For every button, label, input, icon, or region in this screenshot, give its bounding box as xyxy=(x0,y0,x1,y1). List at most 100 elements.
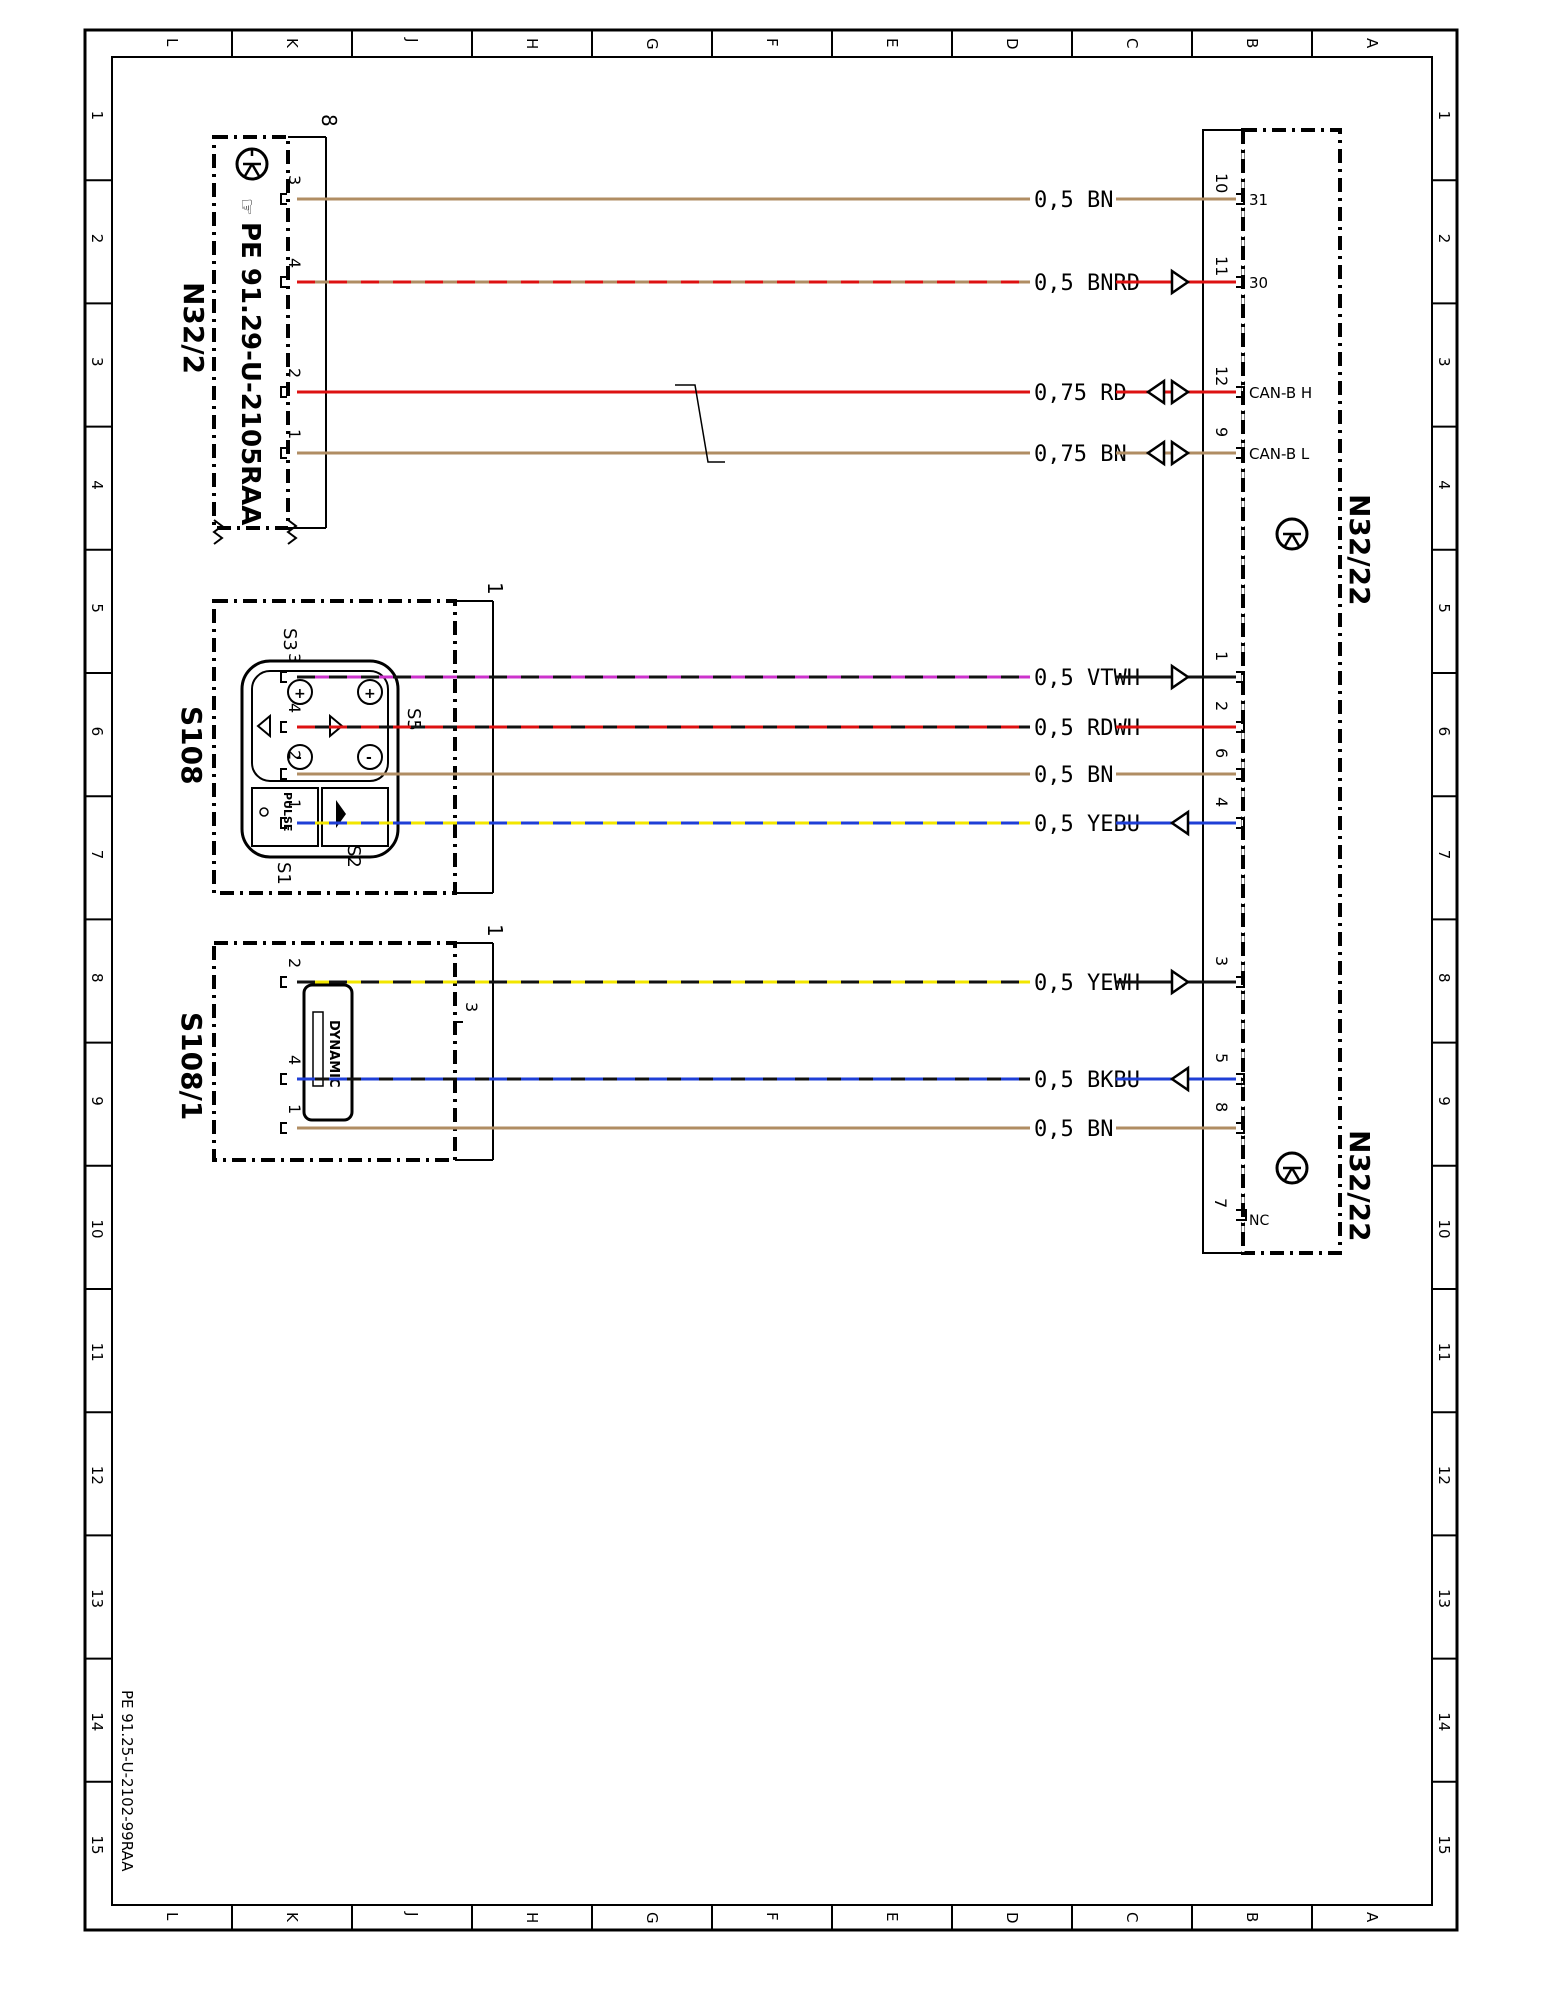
drawing-number: PE 91.25-U-2102-99RAA xyxy=(118,1690,136,1872)
transistor-icon xyxy=(235,147,269,181)
pin-nc: 7 NC xyxy=(1211,1198,1269,1229)
grid-column-label: K xyxy=(283,38,301,49)
grid-row-label: 4 xyxy=(88,480,106,490)
grid-column-label: E xyxy=(883,38,901,47)
pin-number: 4 xyxy=(285,703,304,713)
grid-column-label: F xyxy=(763,38,781,47)
grid-row-label: 5 xyxy=(1435,603,1453,613)
dynamic-label: DYNAMIC xyxy=(326,1020,341,1088)
grid-row-label: 5 xyxy=(88,603,106,613)
pin-number: 2 xyxy=(285,750,304,760)
pin-number: 1 xyxy=(1212,651,1231,661)
pin-number: 3 xyxy=(285,175,304,185)
grid-column-label: J xyxy=(403,37,421,42)
grid-row-label: 15 xyxy=(1435,1835,1453,1854)
pin-number: 6 xyxy=(1212,748,1231,758)
signal-label: CAN-B H xyxy=(1249,384,1312,402)
grid-column-label: L xyxy=(163,38,181,47)
wire: 10,5 BN8 xyxy=(280,1102,1245,1142)
grid-row-label: 9 xyxy=(88,1096,106,1106)
signal-label: CAN-B L xyxy=(1249,445,1310,463)
pin-unused: 3 xyxy=(454,1002,481,1030)
pin-number: 1 xyxy=(285,799,304,809)
grid-column-label: C xyxy=(1123,38,1141,48)
svg-text:-: - xyxy=(366,750,372,766)
switch-label-s2: S2 xyxy=(343,845,364,868)
pin-number: 2 xyxy=(285,368,304,378)
pin-number: 12 xyxy=(1212,366,1231,386)
switch-panel-icon xyxy=(240,659,400,859)
wire-label: 0,75 RD xyxy=(1034,381,1127,406)
grid-row-label: 6 xyxy=(88,727,106,737)
grid-row-label: 1 xyxy=(1435,111,1453,121)
pin-number: 4 xyxy=(1212,797,1231,807)
grid-column-label: G xyxy=(643,38,661,50)
grid-column-label: E xyxy=(883,1912,901,1921)
grid-row-label: 4 xyxy=(1435,480,1453,490)
module-id-label: N32/22 xyxy=(1343,494,1376,606)
pin-number: 11 xyxy=(1212,256,1231,276)
arrow-left-icon xyxy=(256,713,271,739)
grid-column-label: B xyxy=(1243,38,1261,48)
grid-column-label: H xyxy=(523,1912,541,1923)
pin-number: 10 xyxy=(1212,173,1231,193)
module-ref-label: PE 91.29-U-2105RAA xyxy=(235,222,265,525)
wire: 2 0,5 BN 6 xyxy=(280,748,1245,788)
grid-column-label: J xyxy=(403,1911,421,1916)
signal-label: 31 xyxy=(1249,191,1268,209)
grid-row-label: 12 xyxy=(88,1466,106,1485)
grid-column-label: H xyxy=(523,38,541,49)
wire-label: 0,5 BN xyxy=(1034,763,1113,788)
grid-row-label: 6 xyxy=(1435,727,1453,737)
connector-number: 1 xyxy=(483,582,507,595)
svg-text:+: + xyxy=(364,686,376,702)
svg-text:-: - xyxy=(296,750,302,766)
grid-row-label: 11 xyxy=(88,1343,106,1362)
switch-label-s3: S3 xyxy=(279,628,300,651)
grid-column-label: D xyxy=(1003,1912,1021,1924)
module-id-label: N32/2 xyxy=(177,282,210,374)
grid-row-label: 13 xyxy=(88,1589,106,1608)
pin-number: 5 xyxy=(1212,1053,1231,1063)
pin-number: 9 xyxy=(1212,427,1231,437)
grid-row-label: 10 xyxy=(88,1219,106,1238)
connector-number: 8 xyxy=(317,114,341,127)
pin-number: 4 xyxy=(285,1055,304,1065)
module-n32-22: N32/22 N32/22 7 NC xyxy=(1202,128,1376,1255)
switch-s108: + - + - PULSE S1 S2 S3 S5 S108 1 xyxy=(175,582,507,895)
twisted-pair-marker xyxy=(675,384,725,463)
grid-column-label: A xyxy=(1363,38,1381,49)
grid-column-label: K xyxy=(283,1912,301,1923)
grid-row-label: 1 xyxy=(88,111,106,121)
grid-row-label: 7 xyxy=(1435,850,1453,860)
switch-id-label: S108 xyxy=(175,706,208,785)
grid-row-label: 7 xyxy=(88,850,106,860)
grid-row-label: 2 xyxy=(88,234,106,244)
grid-column-label: D xyxy=(1003,38,1021,50)
pin-number: 2 xyxy=(285,958,304,968)
switch-label-s1: S1 xyxy=(273,862,294,885)
wire-label: 0,5 BN xyxy=(1034,1117,1113,1142)
grid-column-label: A xyxy=(1363,1912,1381,1923)
module-id-label: N32/22 xyxy=(1343,1130,1376,1242)
transistor-icon xyxy=(1275,517,1309,551)
plus-button-icon xyxy=(287,679,313,705)
module-n32-2: ☞ PE 91.29-U-2105RAA N32/2 8 xyxy=(177,114,341,545)
grid-column-label: G xyxy=(643,1912,661,1924)
pulse-label: PULSE xyxy=(281,792,294,831)
pin-number: 3 xyxy=(462,1002,481,1012)
hand-pointer-icon: ☞ xyxy=(235,198,259,216)
transistor-icon xyxy=(1275,1151,1309,1185)
svg-text:+: + xyxy=(294,686,306,702)
